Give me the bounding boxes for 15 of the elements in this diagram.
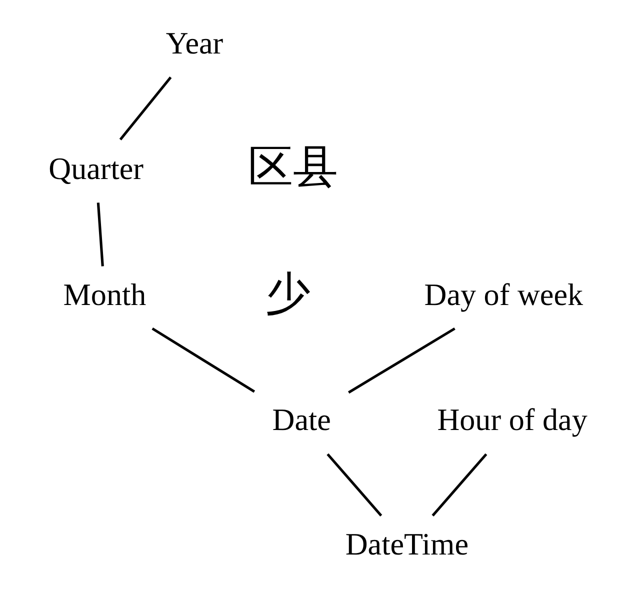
node-text: Year: [166, 26, 224, 61]
connector: [348, 327, 456, 394]
connector: [119, 76, 172, 140]
node-text: Quarter: [48, 150, 144, 186]
connector: [432, 453, 488, 516]
node-text: Date: [272, 402, 331, 438]
connector: [96, 202, 104, 266]
label: 少: [265, 268, 310, 318]
node-text: Day of week: [424, 276, 584, 312]
node-text: Month: [63, 276, 146, 312]
label: 区县: [248, 142, 338, 192]
connector: [326, 453, 382, 516]
node-text: DateTime: [345, 526, 469, 562]
connector: [152, 327, 256, 393]
node-text: Hour of day: [437, 402, 588, 438]
